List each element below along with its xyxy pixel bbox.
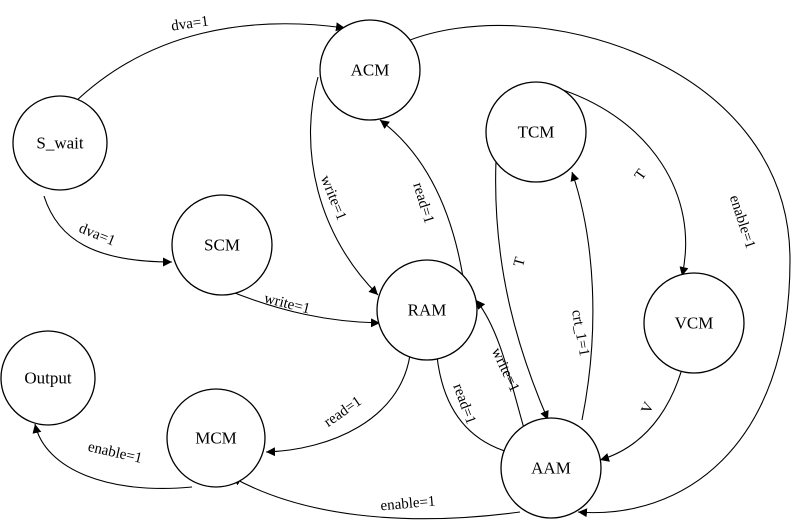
edge-label-acm-ram: write=1 <box>317 173 349 222</box>
edge-scm-ram: write=1 <box>224 288 381 328</box>
state-label-tcm: TCM <box>518 123 555 142</box>
edge-label-vcm-aam: V <box>638 400 657 417</box>
edge-ram-acm: read=1 <box>379 119 464 278</box>
state-label-vcm: VCM <box>675 314 714 333</box>
state-label-acm: ACM <box>351 61 390 80</box>
edge-label-acm-aam: enable=1 <box>726 193 758 250</box>
state-node-mcm[interactable]: MCM <box>166 388 266 488</box>
state-node-ram[interactable]: RAM <box>376 259 478 361</box>
state-label-mcm: MCM <box>195 429 237 448</box>
state-label-scm: SCM <box>204 236 240 255</box>
edge-label-tcm-aam: T <box>511 255 529 268</box>
edge-label-swait-acm: dva=1 <box>170 13 209 34</box>
edge-aam-ram: write=1 <box>475 299 526 433</box>
state-label-ram: RAM <box>408 301 447 320</box>
state-node-aam[interactable]: AAM <box>500 417 602 519</box>
edge-label-ram-acm: read=1 <box>409 181 437 226</box>
edge-label-ram-aam: read=1 <box>449 382 478 427</box>
edge-aam-tcm: crt_1=1 <box>568 171 594 421</box>
state-label-aam: AAM <box>531 459 571 478</box>
state-label-output: Output <box>24 369 72 388</box>
state-node-acm[interactable]: ACM <box>319 19 421 121</box>
edge-label-aam-mcm: enable=1 <box>380 494 436 515</box>
edge-tcm-aam: T <box>495 159 549 421</box>
edge-label-aam-tcm: crt_1=1 <box>568 309 592 358</box>
edge-aam-mcm: enable=1 <box>231 476 521 520</box>
edge-swait-acm: dva=1 <box>73 13 346 104</box>
edge-label-aam-ram: write=1 <box>488 345 522 394</box>
edge-acm-aam: enable=1 <box>404 24 791 518</box>
edge-label-ram-mcm: read=1 <box>321 393 364 430</box>
edge-ram-mcm: read=1 <box>265 354 411 457</box>
edge-label-tcm-vcm: T <box>632 167 650 184</box>
edge-label-scm-ram: write=1 <box>262 291 311 318</box>
state-node-scm[interactable]: SCM <box>171 194 273 296</box>
state-node-s-wait[interactable]: S_wait <box>12 95 108 191</box>
state-node-vcm[interactable]: VCM <box>643 272 745 374</box>
state-node-tcm[interactable]: TCM <box>485 81 587 183</box>
edge-swait-scm: dva=1 <box>43 195 173 267</box>
state-label-s-wait: S_wait <box>36 134 84 153</box>
edge-label-mcm-output: enable=1 <box>86 439 143 467</box>
state-node-output[interactable]: Output <box>0 330 96 426</box>
